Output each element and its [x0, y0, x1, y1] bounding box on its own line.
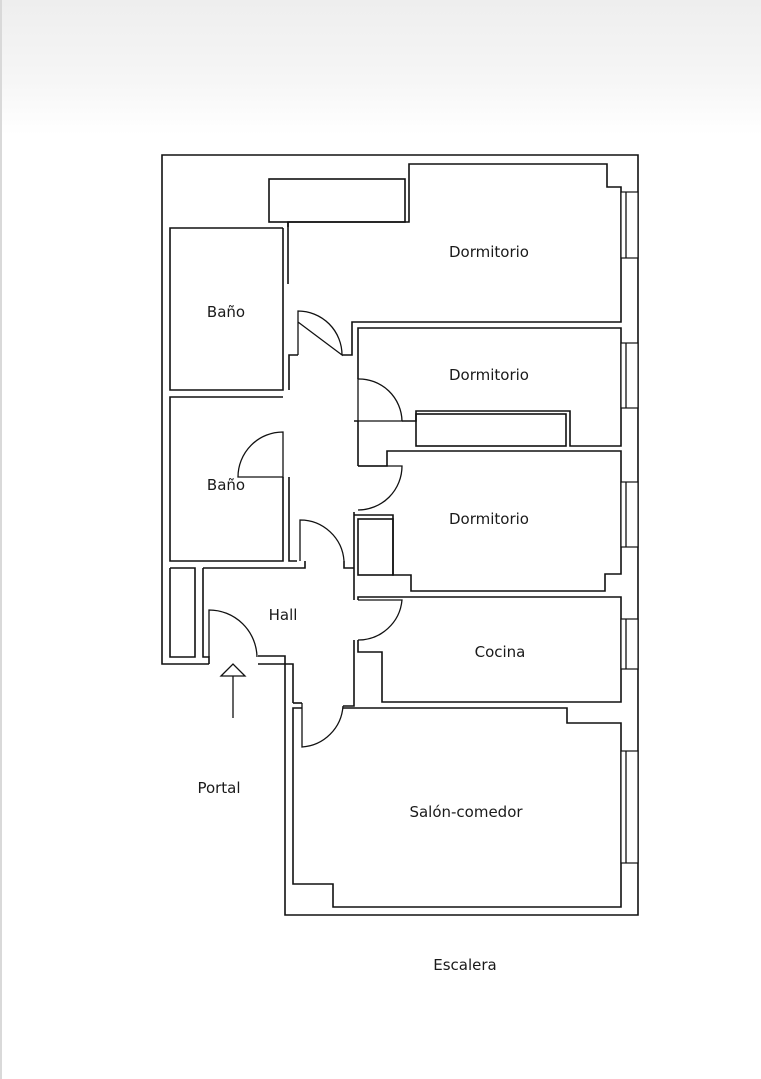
- hall-wall-bottom-left: [203, 561, 306, 569]
- door-bedroom-3: [357, 465, 403, 511]
- inner-outline-right: [258, 663, 294, 703]
- wardrobe-1: [268, 178, 406, 223]
- label-bano-1: Baño: [207, 303, 245, 321]
- outer-walls: [161, 154, 639, 916]
- page-left-edge: [0, 0, 2, 1079]
- hall-wall-left-lower: [169, 567, 196, 658]
- hall-wall-left: [288, 354, 298, 390]
- label-dormitorio-3: Dormitorio: [449, 510, 529, 528]
- door-kitchen: [357, 599, 403, 641]
- hall-wall-right: [354, 420, 359, 466]
- wardrobe-3: [357, 518, 394, 576]
- label-hall: Hall: [269, 606, 298, 624]
- doors: [208, 310, 403, 748]
- bathroom-2-wall: [169, 396, 284, 562]
- hall-partition: [343, 561, 354, 569]
- window-2: [620, 342, 639, 409]
- door-hall-inner: [299, 519, 345, 562]
- bathroom-1: [169, 227, 284, 391]
- label-dormitorio-1: Dormitorio: [449, 243, 529, 261]
- hall-wall-right-3: [343, 640, 355, 707]
- outer-wall: [161, 154, 639, 916]
- living-room: [292, 707, 639, 908]
- window-4: [620, 618, 639, 670]
- window-1: [620, 191, 639, 259]
- living-room-wall: [292, 707, 622, 908]
- door-bathroom-1: [297, 310, 343, 357]
- label-bano-2: Baño: [207, 476, 245, 494]
- kitchen: [357, 596, 639, 703]
- window-5: [620, 750, 639, 864]
- bathroom-2: [169, 396, 297, 562]
- door-bedroom-2: [357, 378, 403, 422]
- top-shadow-band: [0, 0, 761, 135]
- door-living-room: [301, 703, 344, 748]
- bedroom-1: [268, 163, 639, 356]
- label-escalera: Escalera: [433, 956, 497, 974]
- bathroom-1-wall: [169, 227, 284, 391]
- arrow-head: [219, 663, 247, 677]
- label-salon-comedor: Salón-comedor: [409, 803, 523, 821]
- bedroom-2-wall: [357, 327, 622, 447]
- label-cocina: Cocina: [475, 643, 526, 661]
- kitchen-wall: [357, 596, 622, 703]
- hall-walls: [169, 354, 359, 707]
- label-portal: Portal: [197, 779, 240, 797]
- entry-jamb-left: [202, 568, 210, 664]
- bathroom-2-jamb: [288, 477, 297, 562]
- wardrobe-2: [415, 413, 567, 447]
- window-3: [620, 481, 639, 548]
- room-labels: Dormitorio Dormitorio Dormitorio Baño Ba…: [197, 243, 529, 974]
- label-dormitorio-2: Dormitorio: [449, 366, 529, 384]
- door-entrance: [208, 609, 258, 658]
- bedroom-2: [357, 327, 639, 447]
- entrance-arrow-icon: [219, 663, 247, 718]
- bedroom-3: [354, 450, 639, 592]
- door-bathroom-2: [237, 431, 284, 478]
